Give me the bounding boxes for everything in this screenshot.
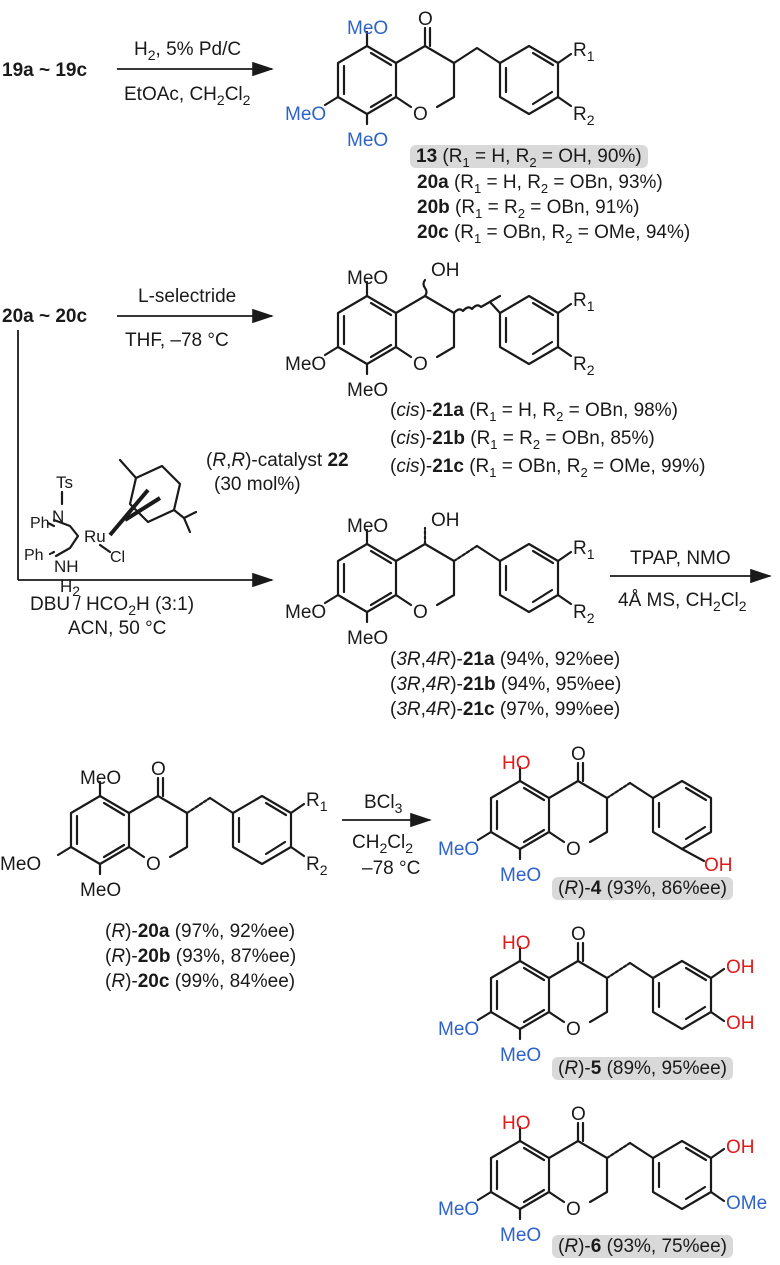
- step1-reagent-bottom: EtOAc, CH2Cl2: [124, 84, 251, 108]
- svg-text:Ph: Ph: [24, 547, 44, 564]
- step2-reagent-bottom: THF, –78 °C: [125, 330, 229, 351]
- step4-reagent-bottom: 4Å MS, CH2Cl2: [618, 590, 747, 614]
- svg-text:MeO: MeO: [500, 865, 541, 886]
- ru-catalyst-structure: Ts N Ph Ru Cl NH H2 Ph: [24, 458, 198, 599]
- step2: 20a ~ 20c L-selectride THF, –78 °C MeO O…: [2, 260, 595, 580]
- label-20a: 20a (R1 = H, R2 = OBn, 93%): [417, 172, 663, 196]
- label-20b: 20b (R1 = R2 = OBn, 91%): [417, 197, 640, 221]
- svg-text:HO: HO: [502, 933, 531, 954]
- label-3R4R-21a: (3R,4R)-21a (94%, 92%ee): [390, 649, 621, 670]
- svg-text:O: O: [566, 839, 581, 860]
- svg-text:OH: OH: [704, 855, 733, 876]
- step5: MeO O MeO MeO O R1 R2 BCl3 CH2Cl2 –78 °C…: [0, 744, 767, 1246]
- svg-text:OH: OH: [726, 1137, 755, 1158]
- svg-text:Ru: Ru: [84, 527, 106, 546]
- atom-meo-5: MeO: [347, 18, 388, 39]
- R-20-structure: MeO O MeO MeO O R1 R2: [0, 759, 328, 901]
- label-R-5: (R)-5 (89%, 95%ee): [552, 1057, 733, 1080]
- svg-text:O: O: [571, 744, 586, 765]
- step1-reagent-top: H2, 5% Pd/C: [134, 39, 241, 63]
- product-4-structure: HO O MeO MeO O OH: [438, 744, 733, 886]
- atom-o-carbonyl: O: [418, 9, 433, 30]
- svg-text:MeO: MeO: [285, 354, 326, 375]
- svg-text:MeO: MeO: [438, 839, 479, 860]
- label-13: 13 (R1 = H, R2 = OH, 90%): [410, 145, 648, 174]
- label-20c: 20c (R1 = OBn, R2 = OMe, 94%): [417, 222, 691, 246]
- step5-reagent-bottom: –78 °C: [362, 858, 420, 879]
- cis-21-structure: MeO OH MeO MeO O R1 R2: [285, 260, 595, 401]
- label-R-20a: (R)-20a (97%, 92%ee): [105, 921, 296, 942]
- label-cis-21a: (cis)-21a (R1 = H, R2 = OBn, 98%): [390, 400, 678, 424]
- product-6-structure: HO O MeO MeO O OH OMe: [438, 1104, 767, 1246]
- svg-text:MeO: MeO: [500, 1225, 541, 1246]
- step2-reagent-top: L-selectride: [138, 286, 236, 307]
- svg-text:R2: R2: [306, 854, 328, 878]
- svg-text:MeO: MeO: [347, 268, 388, 289]
- flavanone-13-structure: MeO O MeO MeO O R1 R2: [285, 9, 595, 151]
- svg-text:R1: R1: [573, 538, 595, 562]
- atom-o-ring: O: [413, 104, 428, 125]
- svg-text:R2: R2: [573, 602, 595, 626]
- step2-start: 20a ~ 20c: [2, 306, 87, 327]
- label-3R4R-21c: (3R,4R)-21c (97%, 99%ee): [390, 699, 621, 720]
- step5-reagent-mid: CH2Cl2: [352, 832, 413, 856]
- svg-text:MeO: MeO: [500, 1045, 541, 1066]
- svg-text:MeO: MeO: [285, 602, 326, 623]
- svg-text:O: O: [151, 759, 166, 780]
- svg-text:R2: R2: [573, 104, 595, 128]
- step3-loading: (30 mol%): [214, 474, 301, 495]
- svg-text:HO: HO: [502, 1113, 531, 1134]
- svg-text:O: O: [413, 354, 428, 375]
- svg-text:R1: R1: [573, 40, 595, 64]
- step1-start: 19a ~ 19c: [2, 60, 87, 81]
- svg-text:R2: R2: [573, 354, 595, 378]
- svg-text:O: O: [413, 602, 428, 623]
- label-cis-21c: (cis)-21c (R1 = OBn, R2 = OMe, 99%): [390, 456, 706, 480]
- label-R-4: (R)-4 (93%, 86%ee): [552, 877, 733, 900]
- svg-text:OH: OH: [726, 957, 755, 978]
- svg-text:OMe: OMe: [726, 1193, 767, 1214]
- label-cis-21b: (cis)-21b (R1 = R2 = OBn, 85%): [390, 428, 655, 452]
- product-5-structure: HO O MeO MeO O OH OH: [438, 924, 755, 1066]
- svg-text:MeO: MeO: [347, 380, 388, 401]
- atom-meo-7: MeO: [285, 104, 326, 125]
- svg-text:OH: OH: [431, 510, 460, 531]
- svg-text:MeO: MeO: [347, 628, 388, 649]
- svg-text:MeO: MeO: [438, 1199, 479, 1220]
- svg-text:OH: OH: [431, 260, 460, 281]
- svg-text:O: O: [566, 1019, 581, 1040]
- step5-reagent-top: BCl3: [364, 792, 403, 816]
- svg-text:MeO: MeO: [347, 516, 388, 537]
- svg-text:MeO: MeO: [0, 854, 41, 875]
- atom-meo-8: MeO: [347, 130, 388, 151]
- svg-text:H2: H2: [60, 577, 80, 599]
- label-R-6: (R)-6 (93%, 75%ee): [552, 1235, 733, 1258]
- step3-reagent-bottom1: DBU / HCO2H (3:1): [30, 594, 194, 618]
- svg-text:Cl: Cl: [110, 549, 125, 566]
- label-R-20b: (R)-20b (93%, 87%ee): [105, 946, 297, 967]
- svg-text:R1: R1: [573, 290, 595, 314]
- svg-text:NH: NH: [54, 557, 79, 576]
- svg-text:O: O: [571, 1104, 586, 1125]
- svg-text:O: O: [566, 1199, 581, 1220]
- svg-text:Ph: Ph: [30, 515, 50, 532]
- svg-text:R1: R1: [306, 790, 328, 814]
- svg-text:MeO: MeO: [438, 1019, 479, 1040]
- svg-text:HO: HO: [502, 753, 531, 774]
- svg-text:MeO: MeO: [80, 880, 121, 901]
- svg-text:O: O: [571, 924, 586, 945]
- svg-text:O: O: [146, 854, 161, 875]
- step3-catalyst: (R,R)-catalyst 22: [206, 450, 349, 471]
- step3: (R,R)-catalyst 22 (30 mol%) Ts N Ph Ru C…: [18, 450, 772, 649]
- svg-text:Ts: Ts: [56, 473, 73, 492]
- label-R-20c: (R)-20c (99%, 84%ee): [105, 971, 296, 992]
- svg-text:MeO: MeO: [80, 768, 121, 789]
- step4-reagent-top: TPAP, NMO: [630, 548, 731, 569]
- trans-21-structure: MeO OH MeO MeO O R1 R2: [285, 510, 595, 649]
- step3-reagent-bottom2: ACN, 50 °C: [68, 618, 166, 639]
- step1: 19a ~ 19c H2, 5% Pd/C EtOAc, CH2Cl2 MeO …: [2, 9, 595, 151]
- svg-text:OH: OH: [726, 1013, 755, 1034]
- label-3R4R-21b: (3R,4R)-21b (94%, 95%ee): [390, 674, 622, 695]
